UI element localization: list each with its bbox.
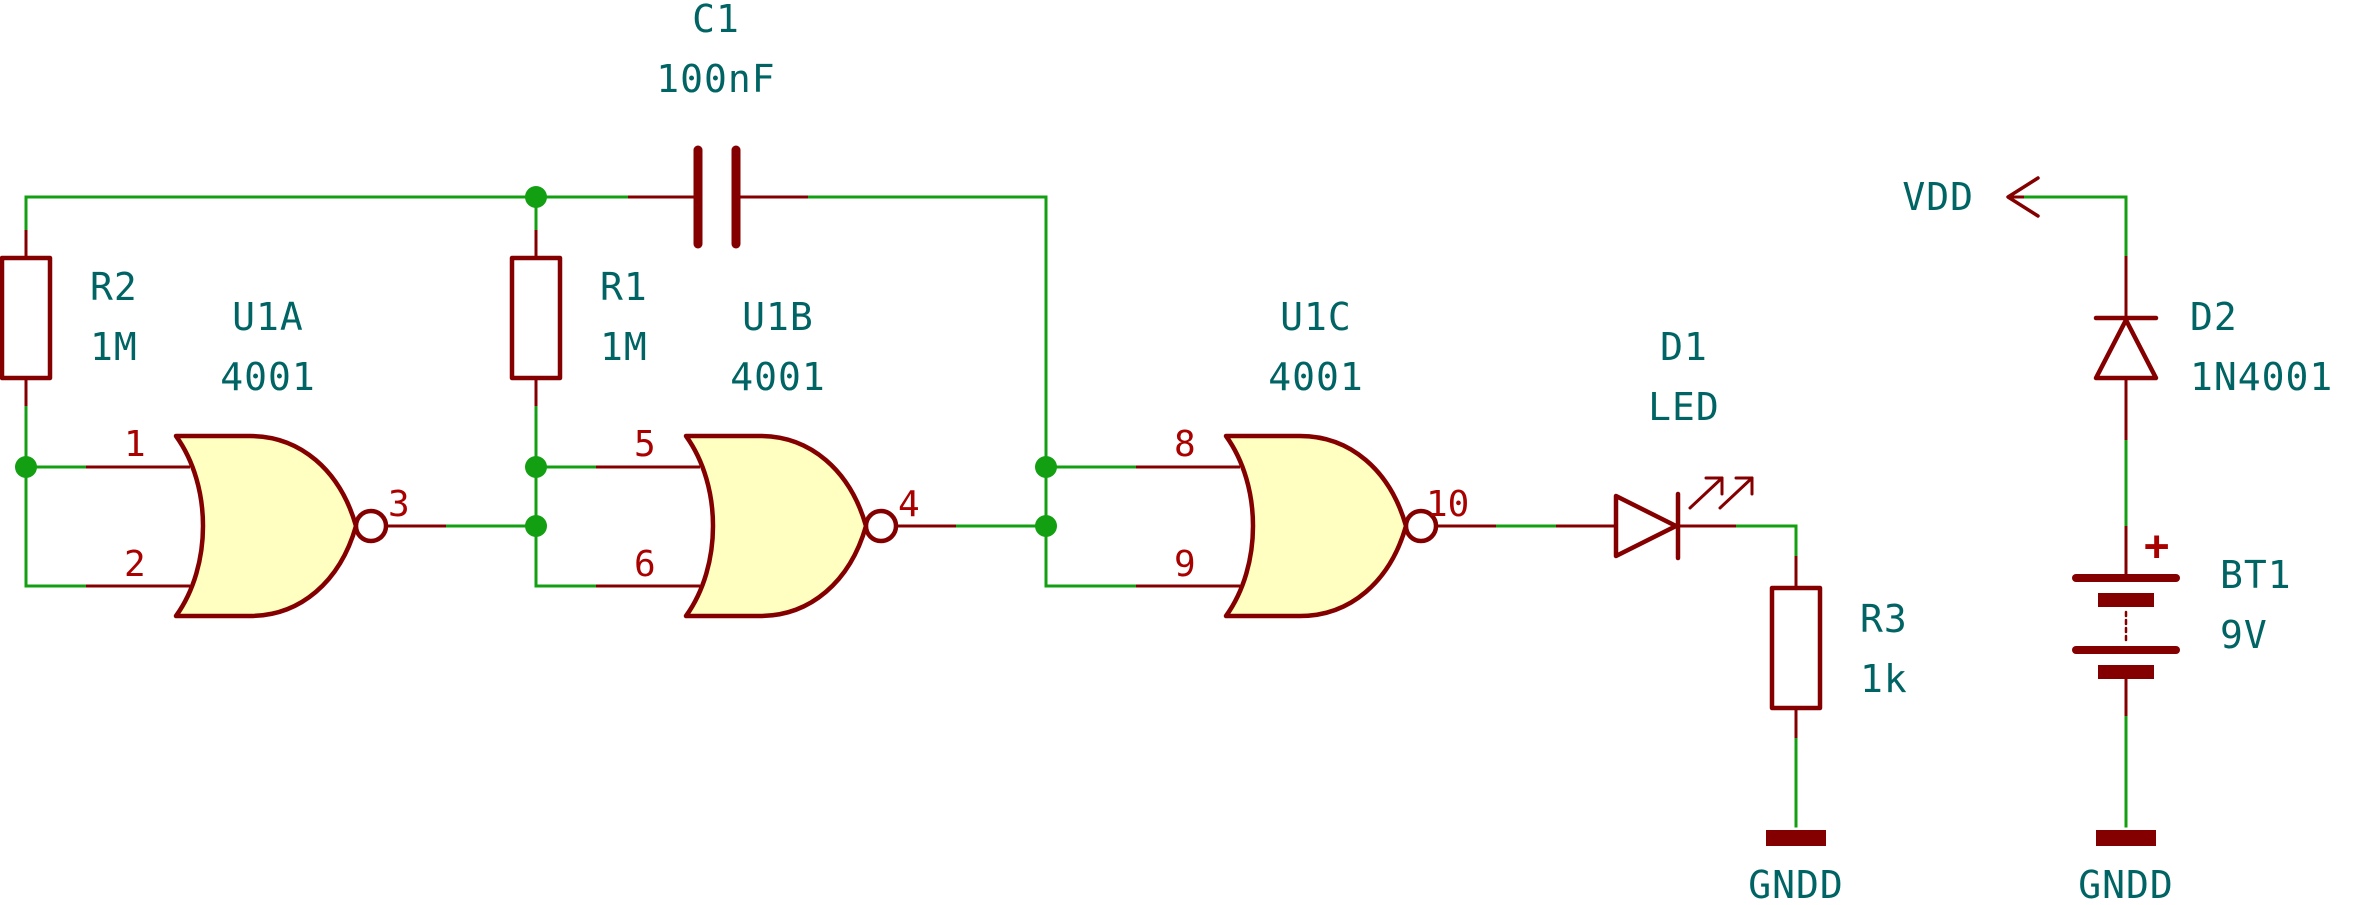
ground-symbol-bt1[interactable]: GNDD: [2078, 830, 2174, 905]
u1a-body: [173, 433, 359, 619]
led-d1[interactable]: D1 LED: [1556, 325, 1754, 561]
ground-symbol-r3[interactable]: GNDD: [1748, 830, 1844, 905]
nor-gate-u1a[interactable]: 1 2 3 U1A 4001: [86, 295, 446, 619]
power-port-vdd[interactable]: VDD: [1902, 175, 2040, 219]
bt1-ref: BT1: [2220, 553, 2292, 597]
d2-value: 1N4001: [2190, 355, 2333, 399]
nor-gate-u1c[interactable]: 8 9 10 U1C 4001: [1136, 295, 1496, 619]
bt1-plus-sign: +: [2144, 521, 2169, 570]
junction-u1b-out: [1035, 515, 1057, 537]
u1b-pin-6: 6: [634, 544, 656, 585]
d1-value: LED: [1648, 385, 1720, 429]
d1-light-arrows-icon: [1688, 476, 1754, 510]
junction-u1c-in1: [1035, 456, 1057, 478]
bt1-value: 9V: [2220, 613, 2268, 657]
d1-ref: D1: [1660, 325, 1708, 369]
c1-ref: C1: [692, 0, 740, 41]
junctions: [15, 186, 1057, 537]
u1b-pin-5: 5: [634, 424, 656, 465]
r3-body: [1769, 585, 1823, 711]
u1c-value: 4001: [1268, 355, 1364, 399]
capacitor-c1[interactable]: C1 100nF: [628, 0, 808, 249]
gnd-r3-label: GNDD: [1748, 863, 1844, 905]
u1b-output-bubble: [863, 508, 899, 544]
u1c-pin-9: 9: [1174, 544, 1196, 585]
d2-triangle: [2093, 317, 2159, 381]
d1-triangle: [1613, 493, 1679, 559]
u1a-pin-3: 3: [388, 484, 410, 525]
nor-gate-u1b[interactable]: 5 6 4 U1B 4001: [596, 295, 956, 619]
c1-value: 100nF: [656, 57, 775, 101]
r3-ref: R3: [1860, 597, 1908, 641]
u1b-value: 4001: [730, 355, 826, 399]
wire-vdd-to-d2: [2022, 195, 2128, 258]
r2-body: [0, 255, 53, 381]
vdd-label: VDD: [1902, 175, 1974, 219]
gnd-bt1-label: GNDD: [2078, 863, 2174, 905]
junction-r1-top: [525, 186, 547, 208]
r2-value: 1M: [90, 325, 138, 369]
u1b-ref: U1B: [742, 295, 814, 339]
resistor-r1[interactable]: R1 1M: [509, 230, 648, 406]
r1-body: [509, 255, 563, 381]
r1-ref: R1: [600, 265, 648, 309]
u1c-body: [1223, 433, 1409, 619]
r1-value: 1M: [600, 325, 648, 369]
u1a-value: 4001: [220, 355, 316, 399]
junction-u1b-in1: [525, 456, 547, 478]
wire-led-to-r3: [1734, 524, 1798, 558]
r2-ref: R2: [90, 265, 138, 309]
resistor-r2[interactable]: R2 1M: [0, 230, 138, 406]
u1c-output-bubble: [1403, 508, 1439, 544]
resistor-r3[interactable]: R3 1k: [1769, 556, 1908, 738]
d2-ref: D2: [2190, 295, 2238, 339]
u1b-body: [683, 433, 869, 619]
u1b-pin-4: 4: [898, 484, 920, 525]
junction-u1a-out: [525, 515, 547, 537]
u1c-ref: U1C: [1280, 295, 1352, 339]
u1a-output-bubble: [353, 508, 389, 544]
u1a-pin-1: 1: [124, 424, 146, 465]
battery-bt1[interactable]: + BT1 9V: [2072, 521, 2292, 716]
r3-value: 1k: [1860, 657, 1908, 701]
u1c-pin-8: 8: [1174, 424, 1196, 465]
u1a-ref: U1A: [232, 295, 304, 339]
u1c-pin-10: 10: [1426, 484, 1469, 525]
junction-u1a-in1: [15, 456, 37, 478]
u1a-pin-2: 2: [124, 544, 146, 585]
diode-d2[interactable]: D2 1N4001: [2093, 256, 2333, 440]
